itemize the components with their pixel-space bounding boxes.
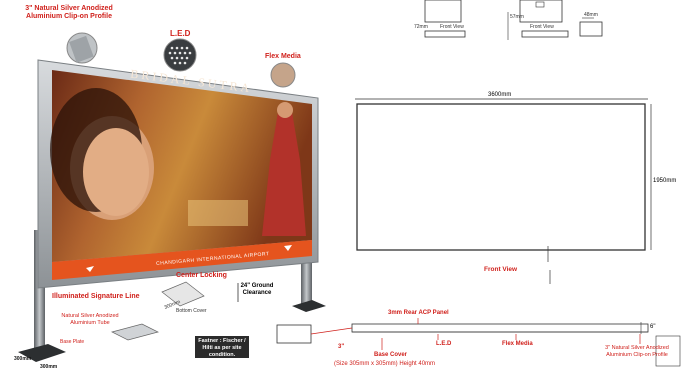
profile-callout-label: 3" Natural Silver Anodized Aluminium Cli… — [25, 5, 113, 20]
top-view-mid — [519, 0, 563, 23]
top-left-dim: 72mm — [414, 24, 428, 30]
led-callout-circle — [163, 38, 197, 72]
rear-panel-label: 3mm Rear ACP Panel — [388, 310, 449, 316]
top-view-left — [424, 0, 462, 23]
top-mid-front-view-label: Front View — [530, 24, 554, 30]
top-left-front-view-label: Front View — [440, 24, 464, 30]
base-cover-title: Base Cover — [374, 352, 408, 358]
section-flex-label: Flex Media — [502, 341, 533, 347]
base-dim-b: 300mm — [40, 364, 58, 370]
front-view-title: Front View — [484, 266, 518, 273]
model-figure — [262, 112, 306, 236]
ground-clearance-label: 24" Ground Clearance — [240, 283, 274, 296]
base-dim-a: 300mm — [14, 356, 32, 362]
front-view-width: 3600mm — [488, 92, 512, 98]
top-mid-dim: 57mm — [510, 14, 524, 20]
top-right-dim: 48mm — [584, 12, 598, 18]
section-led-label: L.E.D — [436, 341, 452, 347]
tube-label: Natural Silver Anodized Aluminium Tube — [61, 313, 119, 326]
base-plate-right — [292, 300, 326, 312]
tube-sketch — [111, 323, 159, 341]
front-view-height: 1950mm — [653, 178, 677, 184]
section-6in-label: 6" — [650, 324, 656, 330]
base-cover-size: (Size 305mm x 305mm) Height 40mm — [334, 361, 436, 367]
base-plate-label: Base Plate — [60, 339, 85, 345]
right-post — [301, 230, 312, 310]
bottom-cover-sketch — [161, 281, 205, 307]
flex-callout-circle — [270, 62, 296, 88]
led-callout-label: L.E.D — [170, 29, 191, 38]
front-view-rect — [356, 103, 646, 251]
section-profile — [351, 323, 649, 333]
fastener-note: Fastner : Fischer / Hilti as per site co… — [198, 338, 246, 358]
flex-callout-label: Flex Media — [265, 53, 301, 60]
signature-line-label: Illuminated Signature Line — [52, 293, 140, 300]
section-3in-label: 3" — [338, 344, 345, 350]
section-profile-label: 3" Natural Silver Anodized Aluminium Cli… — [605, 345, 669, 358]
left-post — [34, 230, 45, 350]
base-plate-left — [18, 344, 66, 362]
section-end-cap — [276, 324, 312, 344]
signature-band — [52, 240, 312, 280]
center-locking-label: Center Locking — [176, 272, 227, 279]
bottom-cover-label: Bottom Cover — [176, 308, 207, 314]
top-view-right — [579, 21, 603, 37]
fastener-note-box — [195, 336, 249, 358]
